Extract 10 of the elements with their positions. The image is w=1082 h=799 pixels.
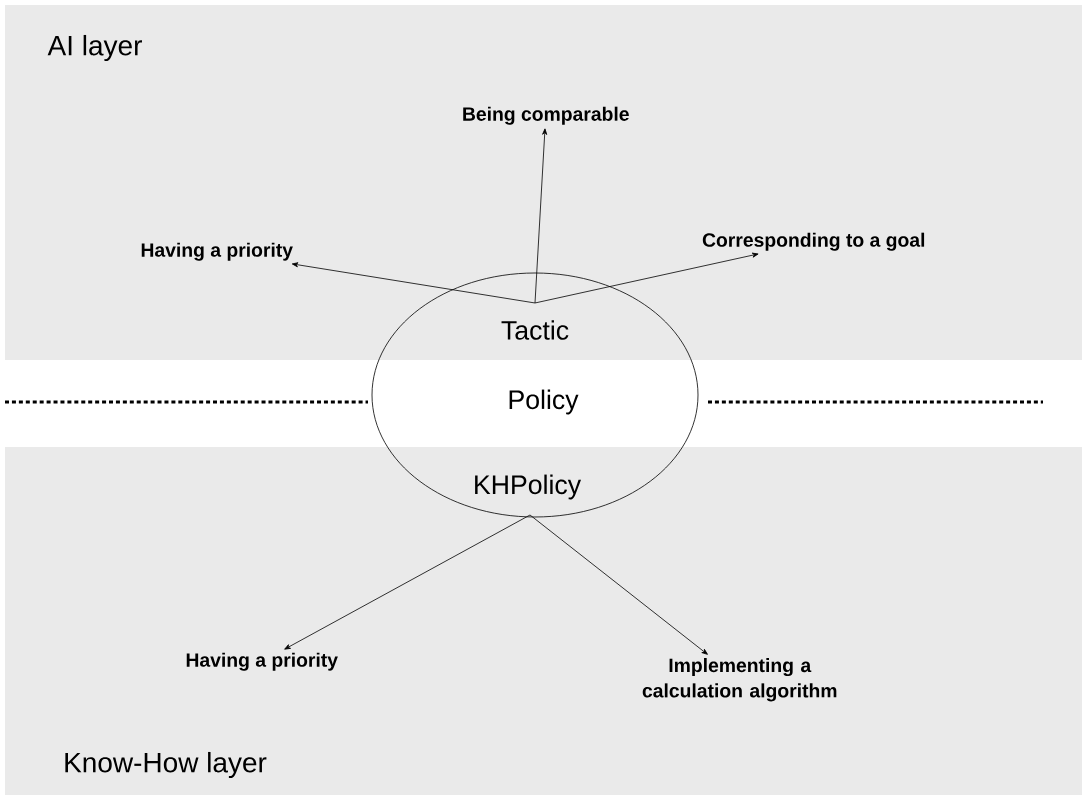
text-label: Corresponding to a goal — [702, 232, 925, 251]
text-label: Being comparable — [463, 106, 629, 125]
arrow — [534, 252, 759, 304]
arrow — [534, 128, 548, 304]
text-label: Having a priority — [186, 652, 338, 671]
arrow — [291, 262, 536, 304]
text-label: Having a priority — [141, 242, 293, 261]
arrow — [529, 514, 708, 655]
text-label: Implementing a calculation algorithm — [642, 658, 837, 702]
arrow — [284, 514, 531, 650]
